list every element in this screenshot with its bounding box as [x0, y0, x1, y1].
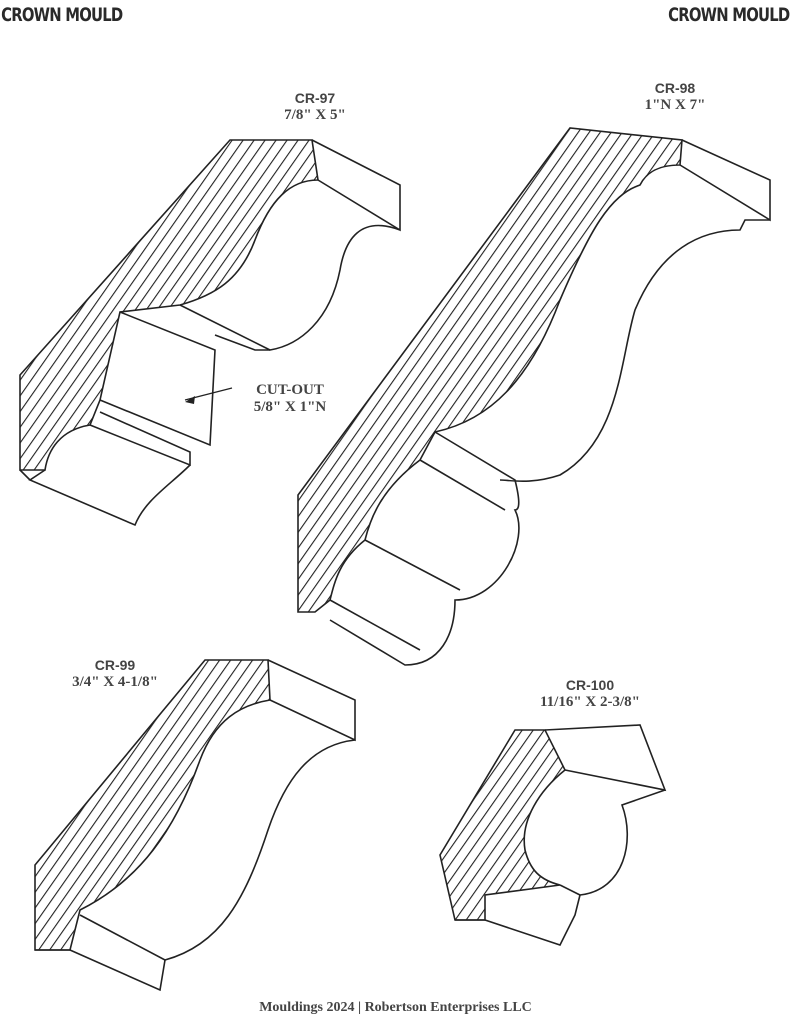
cr-100-drawing [439, 724, 667, 946]
item-code: CR-100 [565, 677, 615, 693]
cutout-arrow-icon [185, 396, 195, 404]
cr-99-label: CR-99 3/4" X 4-1/8" [50, 657, 180, 691]
cr-98-drawing [297, 127, 771, 666]
cr-100-label: CR-100 11/16" X 2-3/8" [525, 677, 655, 711]
cr-97-label: CR-97 7/8" X 5" [270, 90, 360, 124]
cutout-title: CUT-OUT [256, 382, 324, 398]
cr-97-drawing [19, 139, 401, 527]
cr-99-drawing [34, 659, 356, 992]
header-left-title: CROWN MOULD [1, 4, 123, 26]
item-code: CR-97 [294, 90, 336, 106]
item-size: 3/4" X 4-1/8" [72, 674, 158, 690]
cutout-size: 5/8" X 1"N [253, 399, 327, 415]
item-code: CR-99 [94, 657, 136, 673]
item-size: 1"N X 7" [644, 97, 706, 113]
cr-98-label: CR-98 1"N X 7" [630, 80, 720, 114]
item-size: 7/8" X 5" [284, 107, 346, 123]
page-footer: Mouldings 2024 | Robertson Enterprises L… [259, 1000, 532, 1015]
item-size: 11/16" X 2-3/8" [540, 694, 640, 710]
item-code: CR-98 [654, 80, 696, 96]
cutout-label: CUT-OUT 5/8" X 1"N [235, 382, 345, 416]
header-right-title: CROWN MOULD [668, 4, 791, 26]
